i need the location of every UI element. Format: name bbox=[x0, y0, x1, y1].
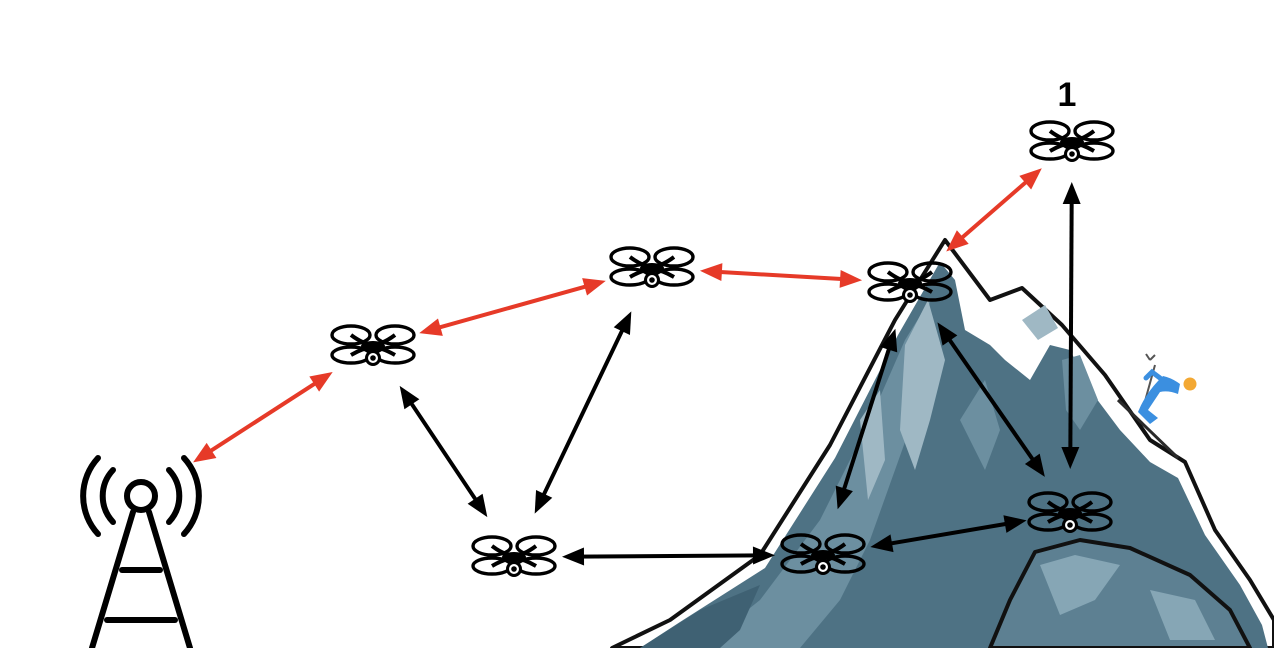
arrow-head bbox=[937, 322, 958, 346]
arrow-head bbox=[613, 311, 632, 336]
quadcopter-drone-icon bbox=[1029, 120, 1115, 163]
secondary-link bbox=[943, 332, 1039, 467]
arrow-head bbox=[1062, 181, 1081, 205]
arrow-head bbox=[839, 269, 863, 288]
arrow-head bbox=[309, 372, 333, 392]
arrow-head bbox=[1024, 453, 1045, 477]
links-layer bbox=[193, 168, 1081, 566]
secondary-link bbox=[538, 323, 628, 502]
arrow-head bbox=[835, 485, 853, 510]
primary-link bbox=[955, 175, 1033, 244]
arrow-head bbox=[193, 442, 217, 463]
node-label: 1 bbox=[1058, 76, 1077, 114]
arrow-head bbox=[582, 278, 606, 296]
primary-link bbox=[203, 377, 323, 457]
mountain-icon bbox=[610, 238, 1274, 648]
secondary-link bbox=[405, 396, 482, 507]
arrow-head bbox=[534, 489, 553, 514]
arrow-head bbox=[561, 547, 585, 566]
arrow-head bbox=[752, 546, 776, 565]
arrow-head bbox=[870, 534, 894, 553]
primary-link bbox=[713, 269, 849, 282]
secondary-link bbox=[1068, 195, 1074, 456]
quadcopter-drone-icon bbox=[609, 246, 695, 289]
quadcopter-drone-icon bbox=[330, 324, 416, 367]
arrow-head bbox=[1019, 168, 1042, 190]
secondary-link bbox=[883, 520, 1014, 547]
arrow-head bbox=[946, 230, 969, 252]
arrow-head bbox=[880, 328, 898, 353]
arrow-head bbox=[699, 263, 723, 282]
arrow-head bbox=[419, 318, 443, 336]
secondary-link bbox=[575, 553, 762, 559]
secondary-link bbox=[839, 341, 894, 497]
primary-link bbox=[432, 282, 593, 332]
arrow-head bbox=[1003, 515, 1027, 533]
quadcopter-drone-icon bbox=[471, 535, 557, 578]
arrow-head bbox=[467, 493, 488, 518]
arrow-head bbox=[399, 385, 420, 410]
arrow-head bbox=[1061, 446, 1080, 470]
radio-tower-icon bbox=[80, 455, 202, 648]
skier-icon bbox=[1116, 353, 1197, 460]
